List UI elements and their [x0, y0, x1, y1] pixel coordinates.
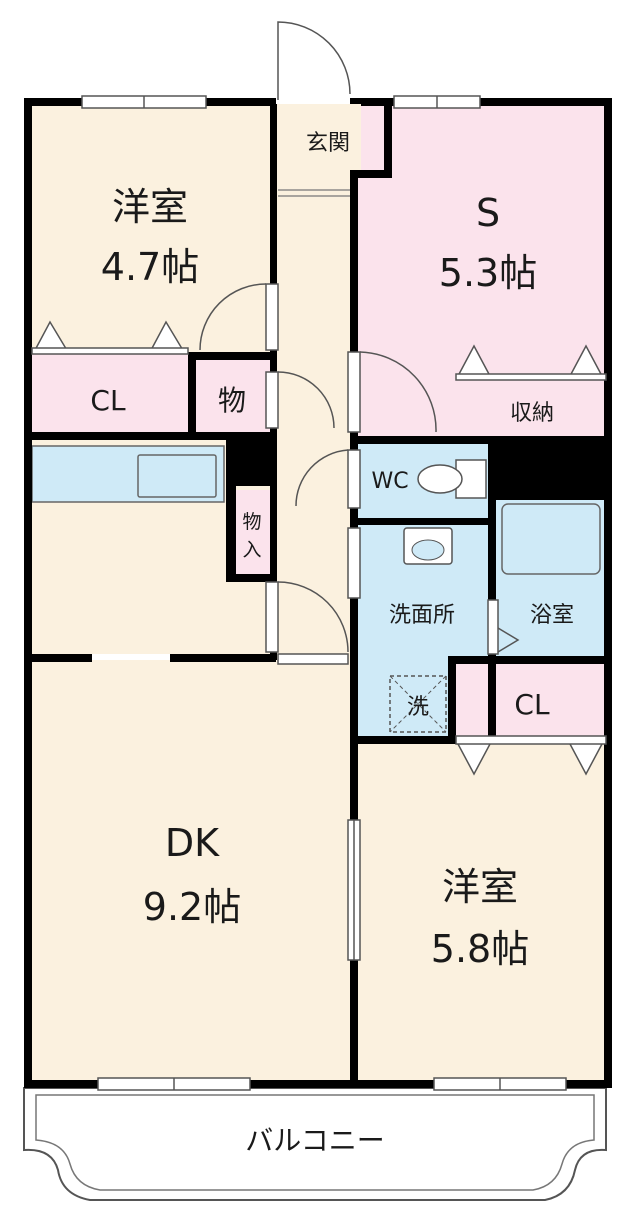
label-mono-2a: 物: [242, 511, 261, 533]
label-s-name: S: [476, 191, 500, 235]
hallway: [276, 104, 350, 660]
label-wc: WC: [371, 469, 408, 494]
label-yoshitsu1-size: 4.7帖: [101, 245, 199, 289]
label-yoshitsu2-name: 洋室: [442, 865, 518, 909]
label-balcony: バルコニー: [245, 1124, 384, 1157]
storage-mono-1: [194, 358, 270, 434]
label-s-size: 5.3帖: [439, 251, 537, 295]
washbasin: [403, 527, 453, 565]
bathtub: [501, 503, 601, 575]
toilet: [417, 459, 487, 499]
closet-2: [456, 664, 606, 736]
label-dk-name: DK: [165, 821, 220, 865]
sink: [137, 454, 217, 498]
doors: [199, 283, 520, 961]
room-yoshitsu-2: [356, 742, 606, 1082]
label-mono-2b: 入: [242, 539, 261, 561]
closet-doors: [31, 320, 607, 776]
room-dk: [30, 660, 350, 1082]
label-yokushitsu: 浴室: [530, 603, 574, 628]
closet-1: [30, 354, 188, 434]
label-yoshitsu1-name: 洋室: [112, 185, 188, 229]
label-yoshitsu2-size: 5.8帖: [431, 927, 529, 971]
label-dk-size: 9.2帖: [143, 885, 241, 929]
label-mono-1: 物: [218, 384, 246, 417]
storage-shuno: [456, 380, 606, 436]
entrance-opening: [276, 94, 350, 104]
label-genkan: 玄関: [306, 131, 350, 156]
label-cl-1: CL: [90, 384, 126, 417]
storage-mono-2: [234, 490, 270, 576]
label-cl-2: CL: [514, 688, 550, 721]
balcony-area: [23, 1087, 607, 1201]
label-shuno: 収納: [510, 401, 554, 426]
room-yoshitsu-1: [30, 104, 270, 354]
label-sentaku: 洗: [407, 695, 429, 720]
label-senmenjo: 洗面所: [389, 603, 455, 628]
genkan-area: [277, 104, 361, 170]
entrance-door: [277, 21, 351, 100]
balcony-rail: [35, 1094, 595, 1191]
washing-machine-place: [389, 675, 447, 733]
